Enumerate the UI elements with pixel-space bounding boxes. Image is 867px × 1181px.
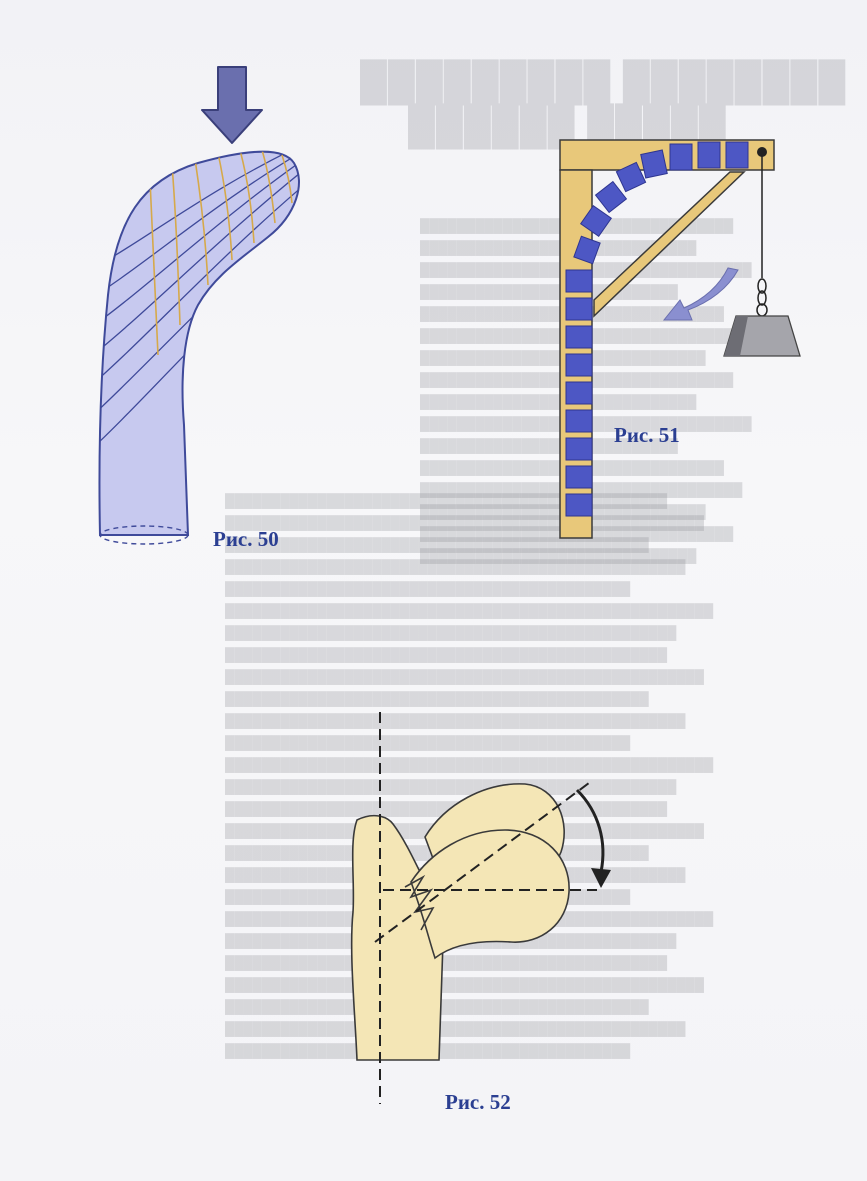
- hanging-weight: [723, 147, 801, 357]
- show-through-line: ██████████████████████████████: [420, 394, 697, 409]
- curved-arrow-icon: [575, 788, 611, 888]
- show-through-line: ████████████████████████████████████████…: [225, 603, 714, 618]
- show-through-line: ████████████████████████████████████████…: [225, 581, 631, 596]
- show-through-line: ████████████████████████████████████████…: [225, 1021, 686, 1036]
- guide-lines: [374, 712, 597, 1104]
- show-through-line: ████████████████████████████████████████…: [225, 559, 686, 574]
- figure-50: [98, 66, 300, 545]
- curved-arrow-icon: [662, 267, 739, 321]
- figure-52: [350, 712, 611, 1104]
- show-through-line: ██████████████████████████████: [420, 240, 697, 255]
- show-through-line: ████████████████████████████: [420, 438, 678, 453]
- figure-52-caption: Рис. 52: [445, 1090, 511, 1114]
- show-through-line: ████████████████████████████████████████…: [225, 647, 668, 662]
- show-through-line: ████████████████████████████████████████…: [225, 779, 677, 794]
- block-column: [565, 141, 749, 517]
- show-through-line: ████████████████████████████████████████…: [225, 955, 668, 970]
- figure-50-caption: Рис. 50: [213, 527, 279, 551]
- show-through-line: ████████████████████████████████████████…: [225, 537, 649, 552]
- show-through-line: ████████████████████████████████████████…: [225, 713, 686, 728]
- show-through-line: ████████████████████████████████████████…: [225, 735, 631, 750]
- figure-51-caption: Рис. 51: [614, 423, 680, 447]
- femoral-head: [404, 829, 570, 960]
- show-through-line: ██████████████████████████████: [420, 548, 697, 563]
- show-through-line: ████████████████████████████████████████…: [225, 757, 714, 772]
- show-through-line: ████████████████████████████████████████…: [225, 691, 649, 706]
- figure-51: [559, 139, 801, 539]
- bone-shaft: [98, 150, 300, 545]
- show-through-line: ████████████████████████████████████████…: [225, 977, 704, 992]
- show-through-line: ████████████████████████████████████████…: [225, 669, 704, 684]
- show-through-line: ████████████████████████████████████████…: [225, 493, 668, 508]
- show-through-line: ████████████████████████████████████████…: [225, 625, 677, 640]
- down-arrow-icon: [201, 66, 263, 144]
